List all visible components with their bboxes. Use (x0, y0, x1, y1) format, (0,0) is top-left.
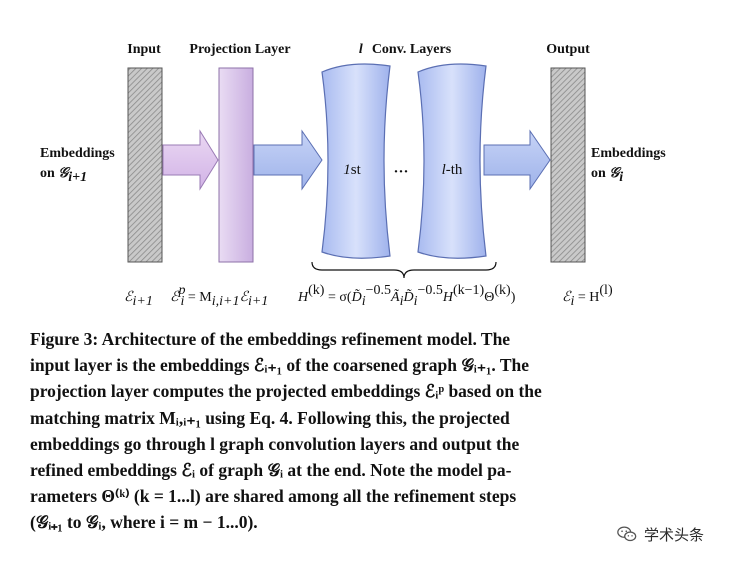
conv-first-label: 1st (343, 162, 361, 178)
watermark-text: 学术头条 (644, 525, 705, 544)
watermark: 学术头条 (616, 520, 704, 548)
projection-block (218, 67, 254, 263)
header-input: Input (127, 42, 161, 57)
caption-label: Figure 3: (30, 329, 99, 349)
caption-line-4: matching matrix Mᵢ,ᵢ₊₁ using Eq. 4. Foll… (30, 407, 510, 428)
output-block (550, 67, 586, 263)
conv-block-last (417, 63, 487, 259)
wechat-icon (617, 526, 637, 542)
conv-last-label: l-th (442, 162, 463, 178)
eq-output: ℰi = H(l) (562, 283, 613, 309)
conv-brace (311, 261, 497, 279)
header-conv-text: Conv. Layers (372, 42, 452, 57)
caption-line-8: (𝒢ᵢ₊₁ to 𝒢ᵢ, where i = m − 1...0). (30, 512, 258, 533)
left-label-line1: Embeddings (40, 146, 115, 161)
conv-block-first (321, 63, 391, 259)
caption-line-5: embeddings go through l graph convolutio… (30, 433, 520, 454)
arrow-input-projection (162, 129, 219, 191)
caption-line-7: rameters Θ⁽ᵏ⁾ (k = 1...l) are shared amo… (30, 486, 517, 507)
caption-line-2: input layer is the embeddings ℰᵢ₊₁ of th… (30, 355, 529, 376)
arrow-projection-conv (253, 129, 323, 191)
header-projection: Projection Layer (189, 42, 290, 57)
arrow-conv-output (483, 129, 551, 191)
caption-line-6: refined embeddings ℰᵢ of graph 𝒢ᵢ at the… (30, 460, 512, 481)
figure-caption: Figure 3: Architecture of the embeddings… (30, 326, 660, 536)
input-block (127, 67, 163, 263)
right-label-line1: Embeddings (591, 146, 666, 161)
architecture-diagram: Input Projection Layer l Conv. Layers Ou… (40, 38, 666, 309)
header-conv: l Conv. Layers (359, 38, 452, 57)
conv-ellipsis: ··· (393, 164, 408, 180)
left-label-line2: on 𝒢i+1 (40, 166, 87, 185)
header-output: Output (546, 42, 590, 57)
eq-input: ℰi+1 (124, 290, 153, 309)
header-conv-l: l (359, 42, 363, 57)
eq-conv: H(k) = σ(D̃i−0.5ÃiD̃i−0.5H(k−1)Θ(k)) (297, 283, 516, 309)
caption-line-1: Figure 3: Architecture of the embeddings… (30, 329, 511, 349)
caption-line-3: projection layer computes the projected … (30, 381, 542, 402)
right-label-line2: on 𝒢i (591, 166, 623, 185)
